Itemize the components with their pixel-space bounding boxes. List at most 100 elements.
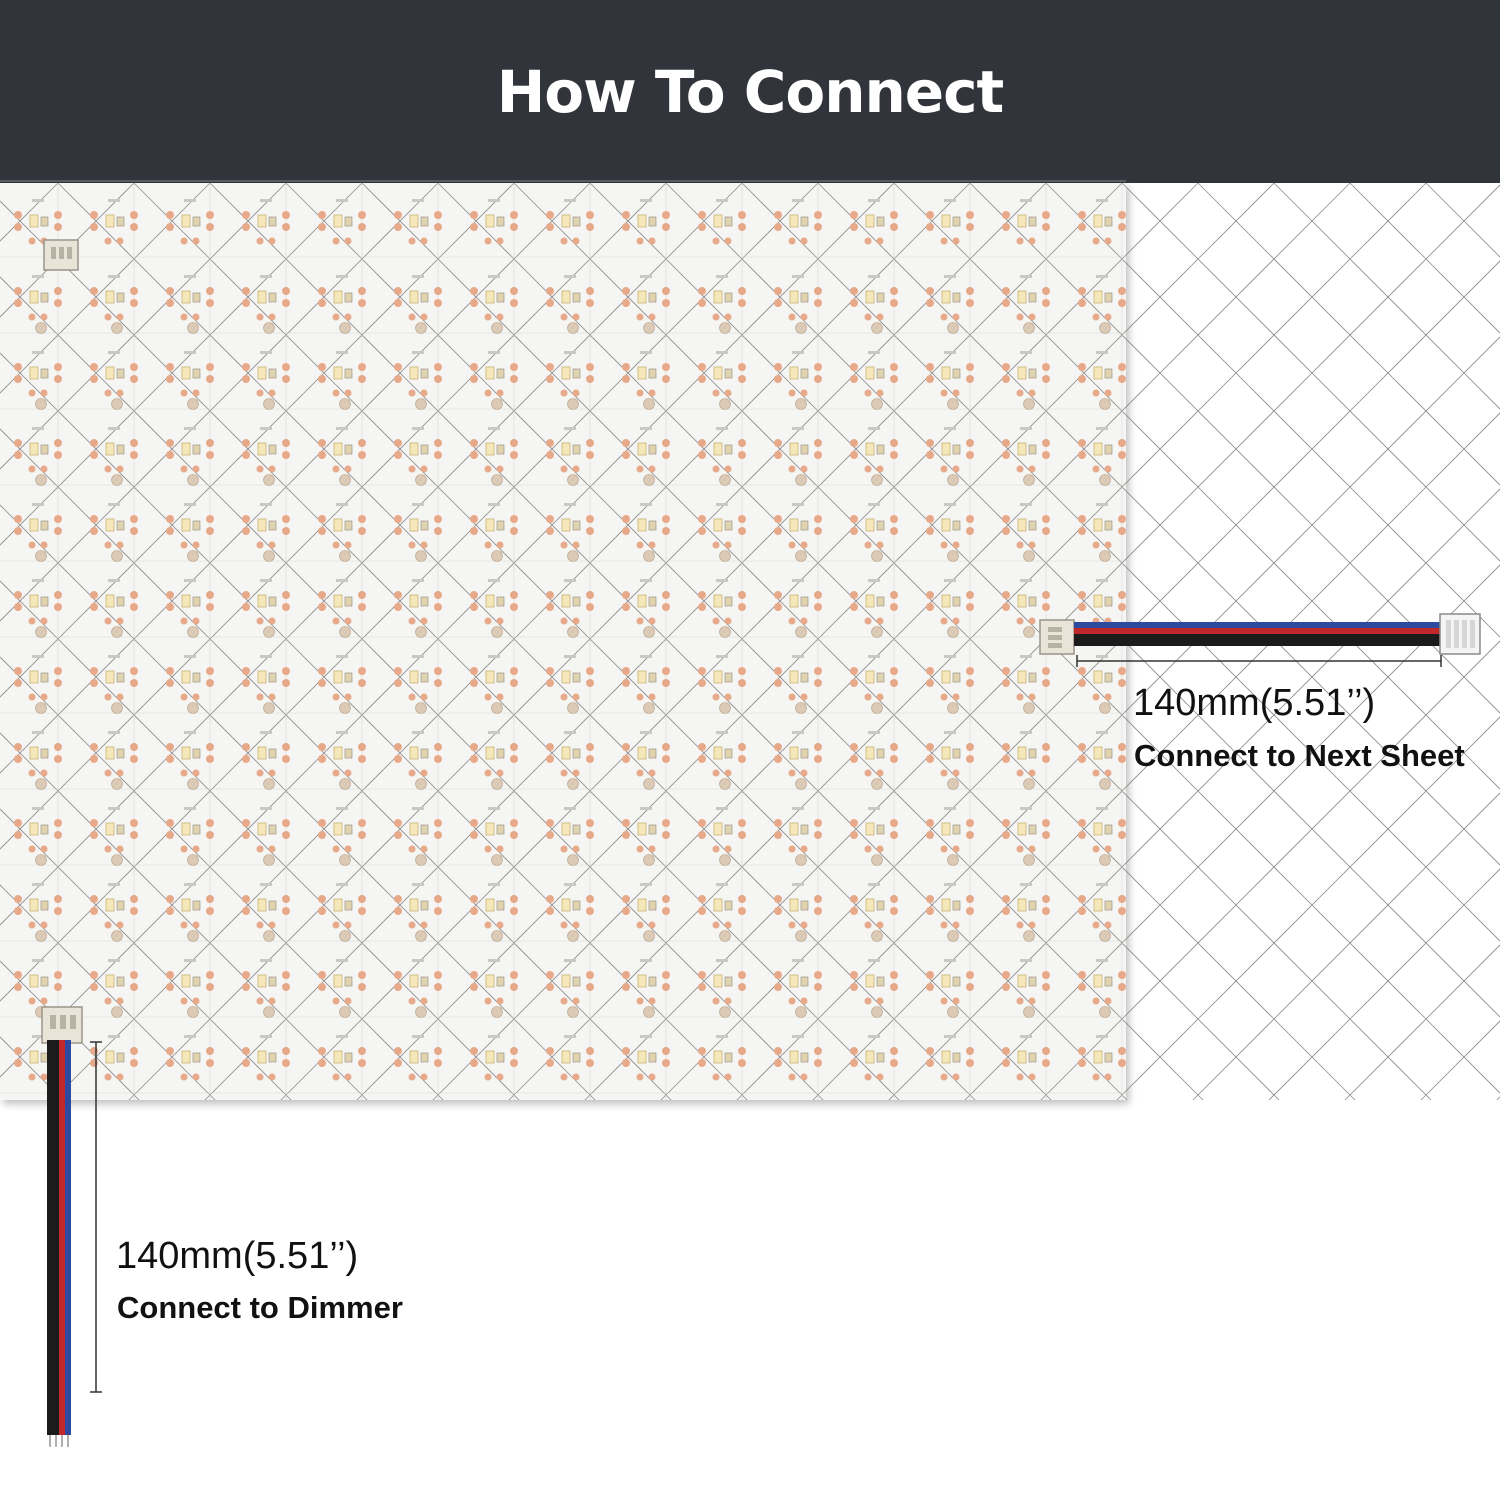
copper-pad bbox=[1118, 223, 1126, 231]
copper-pad bbox=[952, 845, 960, 853]
resistor-chip bbox=[344, 1052, 353, 1063]
silkscreen-mark bbox=[868, 807, 880, 810]
copper-pad bbox=[242, 755, 250, 763]
resistor-chip bbox=[800, 672, 809, 683]
copper-pad bbox=[318, 983, 326, 991]
resistor-chip bbox=[648, 672, 657, 683]
copper-pad bbox=[318, 451, 326, 459]
copper-pad bbox=[698, 971, 706, 979]
led-chip bbox=[637, 1050, 647, 1064]
copper-pad bbox=[180, 541, 188, 549]
silkscreen-mark bbox=[640, 1035, 652, 1038]
resistor-chip bbox=[268, 292, 277, 303]
led-chip bbox=[789, 442, 799, 456]
copper-pad bbox=[966, 1059, 974, 1067]
resistor-chip bbox=[1028, 596, 1037, 607]
mounting-hole bbox=[339, 398, 351, 410]
resistor-chip bbox=[420, 596, 429, 607]
silkscreen-mark bbox=[868, 1035, 880, 1038]
silkscreen-mark bbox=[564, 1035, 576, 1038]
copper-pad bbox=[54, 907, 62, 915]
copper-pad bbox=[206, 667, 214, 675]
mounting-hole bbox=[339, 626, 351, 638]
silkscreen-mark bbox=[412, 807, 424, 810]
copper-pad bbox=[484, 237, 492, 245]
copper-pad bbox=[192, 465, 200, 473]
mounting-hole bbox=[35, 702, 47, 714]
copper-pad bbox=[116, 921, 124, 929]
led-chip bbox=[789, 670, 799, 684]
mounting-hole bbox=[871, 930, 883, 942]
mounting-hole bbox=[1099, 1006, 1111, 1018]
led-chip bbox=[181, 822, 191, 836]
resistor-chip bbox=[344, 748, 353, 759]
copper-pad bbox=[546, 223, 554, 231]
silkscreen-mark bbox=[868, 351, 880, 354]
copper-pad bbox=[318, 755, 326, 763]
copper-pad bbox=[90, 363, 98, 371]
led-chip bbox=[181, 670, 191, 684]
copper-pad bbox=[926, 223, 934, 231]
led-chip bbox=[181, 1050, 191, 1064]
copper-pad bbox=[14, 679, 22, 687]
silkscreen-mark bbox=[716, 427, 728, 430]
led-chip bbox=[941, 822, 951, 836]
copper-pad bbox=[622, 363, 630, 371]
led-chip bbox=[257, 214, 267, 228]
mounting-hole bbox=[187, 322, 199, 334]
copper-pad bbox=[242, 299, 250, 307]
copper-pad bbox=[242, 603, 250, 611]
silkscreen-mark bbox=[716, 959, 728, 962]
resistor-chip bbox=[40, 216, 49, 227]
led-panel-board bbox=[0, 183, 1126, 1100]
copper-pad bbox=[876, 541, 884, 549]
copper-pad bbox=[940, 921, 948, 929]
copper-pad bbox=[496, 769, 504, 777]
silkscreen-mark bbox=[260, 275, 272, 278]
resistor-chip bbox=[952, 444, 961, 455]
mounting-hole bbox=[35, 474, 47, 486]
resistor-chip bbox=[952, 596, 961, 607]
led-chip bbox=[257, 898, 267, 912]
led-chip bbox=[181, 518, 191, 532]
copper-pad bbox=[206, 287, 214, 295]
copper-pad bbox=[788, 237, 796, 245]
trace-line bbox=[356, 182, 1275, 1101]
led-chip bbox=[1017, 670, 1027, 684]
copper-pad bbox=[662, 1047, 670, 1055]
led-chip bbox=[485, 746, 495, 760]
copper-pad bbox=[116, 465, 124, 473]
copper-pad bbox=[788, 845, 796, 853]
mounting-hole bbox=[415, 398, 427, 410]
copper-pad bbox=[662, 363, 670, 371]
copper-pad bbox=[572, 313, 580, 321]
copper-pad bbox=[788, 693, 796, 701]
copper-pad bbox=[358, 1047, 366, 1055]
copper-pad bbox=[1078, 375, 1086, 383]
mounting-hole bbox=[567, 398, 579, 410]
resistor-chip bbox=[952, 368, 961, 379]
trace-line bbox=[1273, 182, 1500, 410]
led-chip bbox=[333, 974, 343, 988]
copper-pad bbox=[662, 1059, 670, 1067]
copper-pad bbox=[622, 439, 630, 447]
copper-pad bbox=[130, 971, 138, 979]
trace-line bbox=[1121, 182, 1500, 562]
silkscreen-mark bbox=[944, 1035, 956, 1038]
copper-pad bbox=[206, 451, 214, 459]
resistor-chip bbox=[192, 1052, 201, 1063]
copper-pad bbox=[496, 617, 504, 625]
copper-pad bbox=[206, 895, 214, 903]
resistor-chip bbox=[1028, 216, 1037, 227]
copper-pad bbox=[1016, 769, 1024, 777]
copper-pad bbox=[1002, 895, 1010, 903]
copper-pad bbox=[788, 921, 796, 929]
silkscreen-mark bbox=[564, 807, 576, 810]
copper-pad bbox=[586, 667, 594, 675]
copper-pad bbox=[890, 375, 898, 383]
silkscreen-mark bbox=[108, 579, 120, 582]
copper-pad bbox=[774, 591, 782, 599]
led-chip bbox=[1017, 898, 1027, 912]
resistor-chip bbox=[952, 976, 961, 987]
